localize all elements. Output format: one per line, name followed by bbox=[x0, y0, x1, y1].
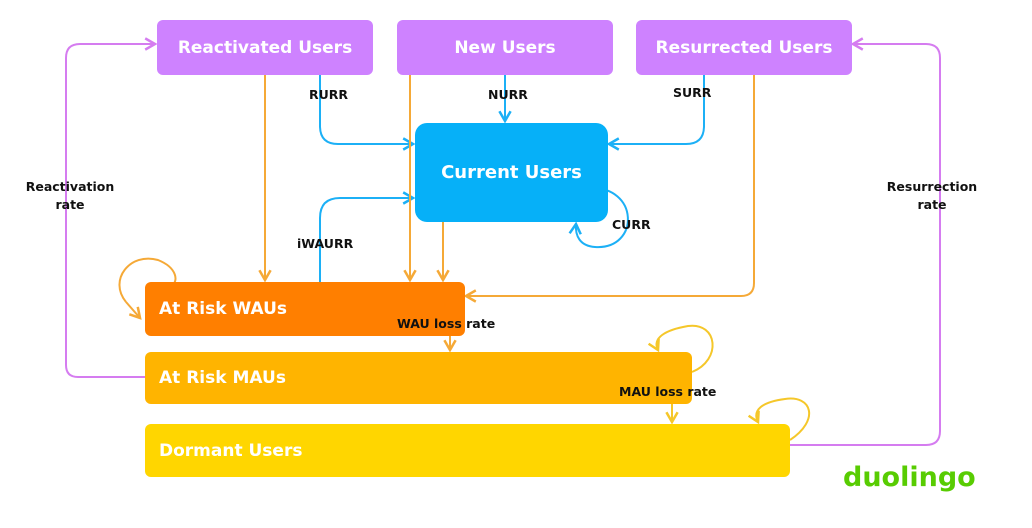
reactivation-rate-line1: Reactivation bbox=[25, 179, 115, 194]
rurr-arrow bbox=[319, 75, 416, 151]
curr-label: CURR bbox=[612, 217, 651, 232]
resurrection-arrow bbox=[790, 37, 941, 446]
resurrection-rate-line2: rate bbox=[917, 197, 947, 212]
current-users-node: Current Users bbox=[415, 123, 608, 222]
reactivation-rate-line2: rate bbox=[55, 197, 85, 212]
dormant-loop bbox=[747, 397, 810, 441]
nurr-label: NURR bbox=[488, 87, 528, 102]
at-risk-maus-node: At Risk MAUs bbox=[145, 352, 692, 404]
mau-loss-label: MAU loss rate bbox=[619, 384, 717, 399]
rurr-label: RURR bbox=[309, 87, 349, 102]
reactivation-rate-label: Reactivation rate bbox=[10, 178, 130, 214]
iwaurr-label: iWAURR bbox=[297, 236, 354, 251]
waus-loop-tail bbox=[125, 301, 142, 320]
reactivated-users-node: Reactivated Users bbox=[157, 20, 373, 75]
surr-arrow bbox=[606, 75, 705, 151]
reactivation-arrow bbox=[65, 37, 158, 378]
duolingo-logo: duolingo bbox=[843, 462, 976, 493]
surr-label: SURR bbox=[673, 85, 712, 100]
maus-loop bbox=[647, 324, 714, 373]
wau-loss-label: WAU loss rate bbox=[397, 316, 496, 331]
iwaurr-arrow bbox=[319, 191, 416, 282]
resurrected-to-waus-arrow bbox=[463, 75, 755, 303]
dormant-users-node: Dormant Users bbox=[145, 424, 790, 477]
resurrection-rate-label: Resurrection rate bbox=[872, 178, 992, 214]
at-risk-waus-node: At Risk WAUs bbox=[145, 282, 465, 336]
new-users-node: New Users bbox=[397, 20, 613, 75]
resurrected-users-node: Resurrected Users bbox=[636, 20, 852, 75]
resurrection-rate-line1: Resurrection bbox=[886, 179, 978, 194]
curr-loop bbox=[568, 186, 629, 249]
waus-loop bbox=[118, 257, 177, 303]
